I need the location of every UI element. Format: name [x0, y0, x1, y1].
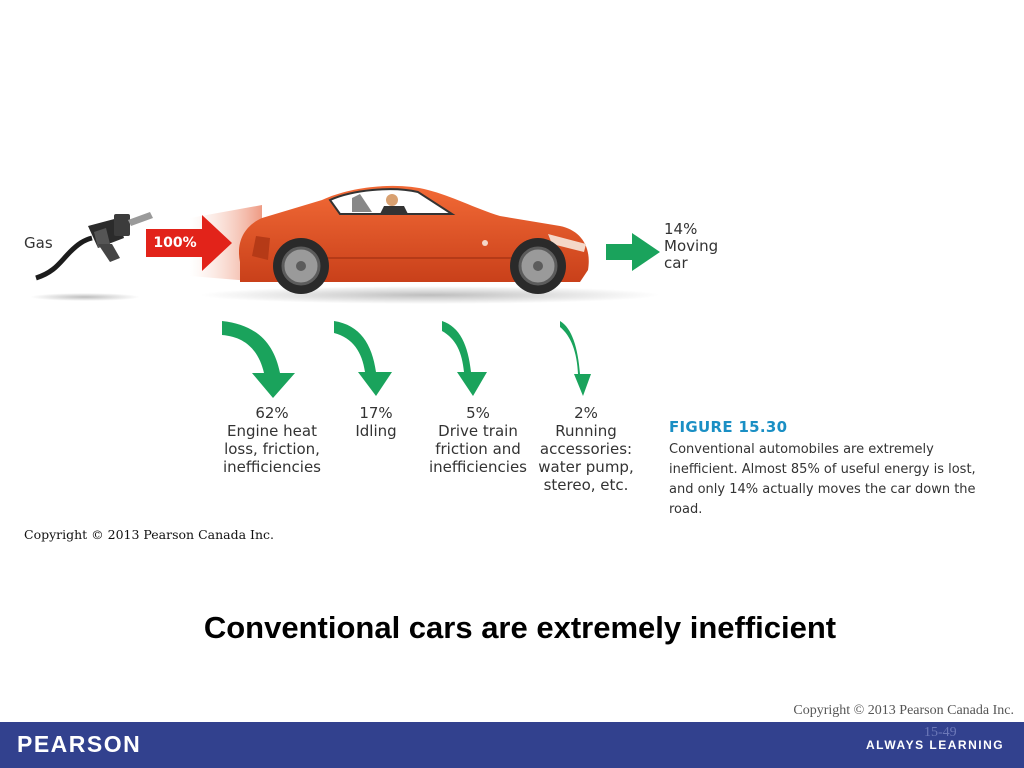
- pearson-logo: PEARSON: [17, 731, 142, 757]
- gas-label: Gas: [24, 234, 53, 252]
- energy-flow-diagram: [30, 185, 660, 398]
- figure-copyright: Copyright © 2013 Pearson Canada Inc.: [24, 527, 274, 542]
- loss-label-idling: 17% Idling: [355, 404, 397, 440]
- loss-label-drivetrain: 5% Drive train friction and inefficienci…: [428, 404, 527, 476]
- footer-bar: [0, 722, 1024, 768]
- loss-label-engine: 62% Engine heat loss, friction, ineffici…: [222, 404, 321, 476]
- loss-arrow-idling: [334, 321, 392, 396]
- tagline: ALWAYS LEARNING: [866, 738, 1005, 752]
- pump-shadow: [30, 293, 140, 301]
- car-illustration: [238, 185, 589, 294]
- footer-copyright: Copyright © 2013 Pearson Canada Inc.: [793, 703, 1014, 718]
- slide-title: Conventional cars are extremely ineffici…: [203, 610, 837, 645]
- slide-number: 15-49: [924, 725, 957, 740]
- figure-number: FIGURE 15.30: [669, 418, 788, 436]
- loss-label-accessories: 2% Running accessories: water pump, ster…: [538, 404, 634, 494]
- output-arrow: [606, 233, 660, 271]
- loss-arrow-drivetrain: [442, 321, 487, 396]
- loss-arrow-engine: [222, 321, 295, 398]
- input-arrow: [146, 215, 232, 271]
- moving-car-label: 14% Moving car: [664, 220, 719, 272]
- gas-nozzle-icon: [35, 212, 153, 281]
- figure-caption: Conventional automobiles are extremely i…: [669, 442, 976, 517]
- loss-arrow-accessories: [560, 321, 591, 396]
- car-shadow: [200, 286, 660, 304]
- input-percent-label: 100%: [153, 235, 197, 251]
